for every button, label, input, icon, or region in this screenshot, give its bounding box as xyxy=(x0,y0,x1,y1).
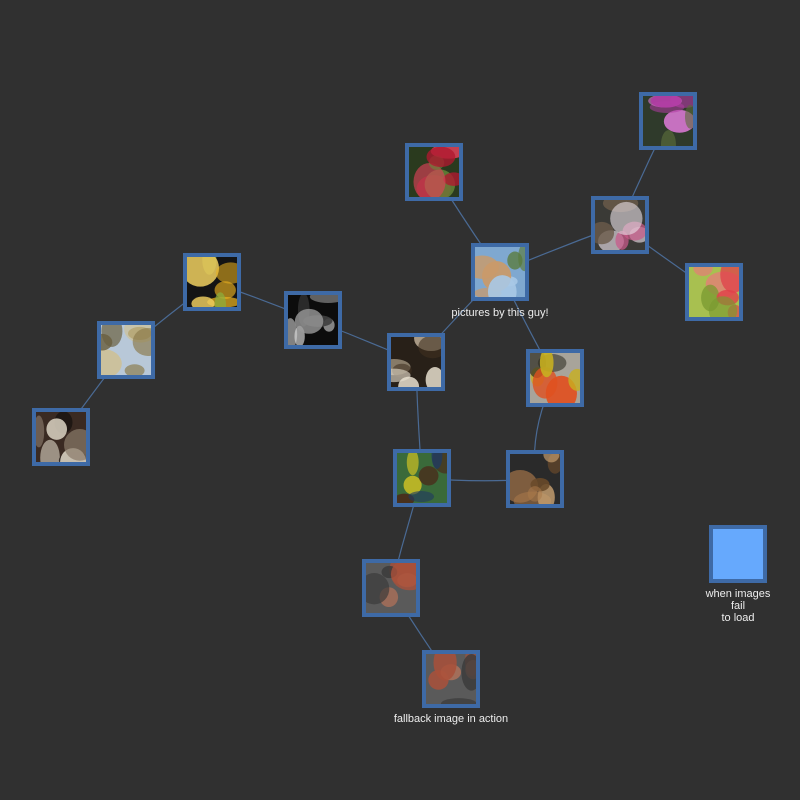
node-white-flower[interactable] xyxy=(589,194,649,254)
red-berries-photo xyxy=(409,147,459,197)
sculpture-photo xyxy=(366,563,416,613)
node-beetle[interactable] xyxy=(526,348,586,411)
node-cat[interactable] xyxy=(376,326,448,396)
bird-photo xyxy=(187,257,237,307)
fallback-fill xyxy=(713,529,763,579)
puppy-photo xyxy=(510,454,560,504)
node-hummingbird[interactable] xyxy=(181,245,245,316)
node-label-profile-photo: pictures by this guy! xyxy=(451,307,548,319)
node-label-line-1: fail xyxy=(731,600,745,612)
node-terracotta-2[interactable] xyxy=(422,644,482,709)
node-boy[interactable] xyxy=(393,441,459,507)
node-profile-photo[interactable] xyxy=(465,243,530,308)
node-coffee-cherries[interactable] xyxy=(405,143,466,202)
node-puppy[interactable] xyxy=(502,446,564,511)
node-dragon-fruit[interactable] xyxy=(685,256,746,325)
graph-labels: pictures by this guy! fallback image in a… xyxy=(394,307,771,725)
node-label-line-2: to load xyxy=(721,612,754,624)
moth-photo xyxy=(288,295,338,345)
cat-photo xyxy=(391,337,441,387)
node-statues[interactable] xyxy=(32,408,95,476)
node-orchid[interactable] xyxy=(639,92,699,159)
node-cactus[interactable] xyxy=(85,315,163,379)
man-portrait-photo xyxy=(475,247,525,297)
graph-nodes xyxy=(32,92,767,709)
white-flower-photo xyxy=(595,200,645,250)
statues-photo xyxy=(36,412,86,462)
fruit-photo xyxy=(689,267,739,317)
beetle-photo xyxy=(530,353,580,403)
node-label-terracotta-2: fallback image in action xyxy=(394,713,508,725)
pink-orchid-photo xyxy=(643,96,693,146)
boy-portrait-photo xyxy=(397,453,447,503)
node-terracotta-1[interactable] xyxy=(359,554,428,617)
node-label-line-0: when images xyxy=(705,588,771,600)
node-fallback-node[interactable] xyxy=(709,525,767,583)
sculpture-photo xyxy=(426,654,476,704)
node-moth[interactable] xyxy=(283,291,346,350)
cactus-photo xyxy=(101,325,151,375)
